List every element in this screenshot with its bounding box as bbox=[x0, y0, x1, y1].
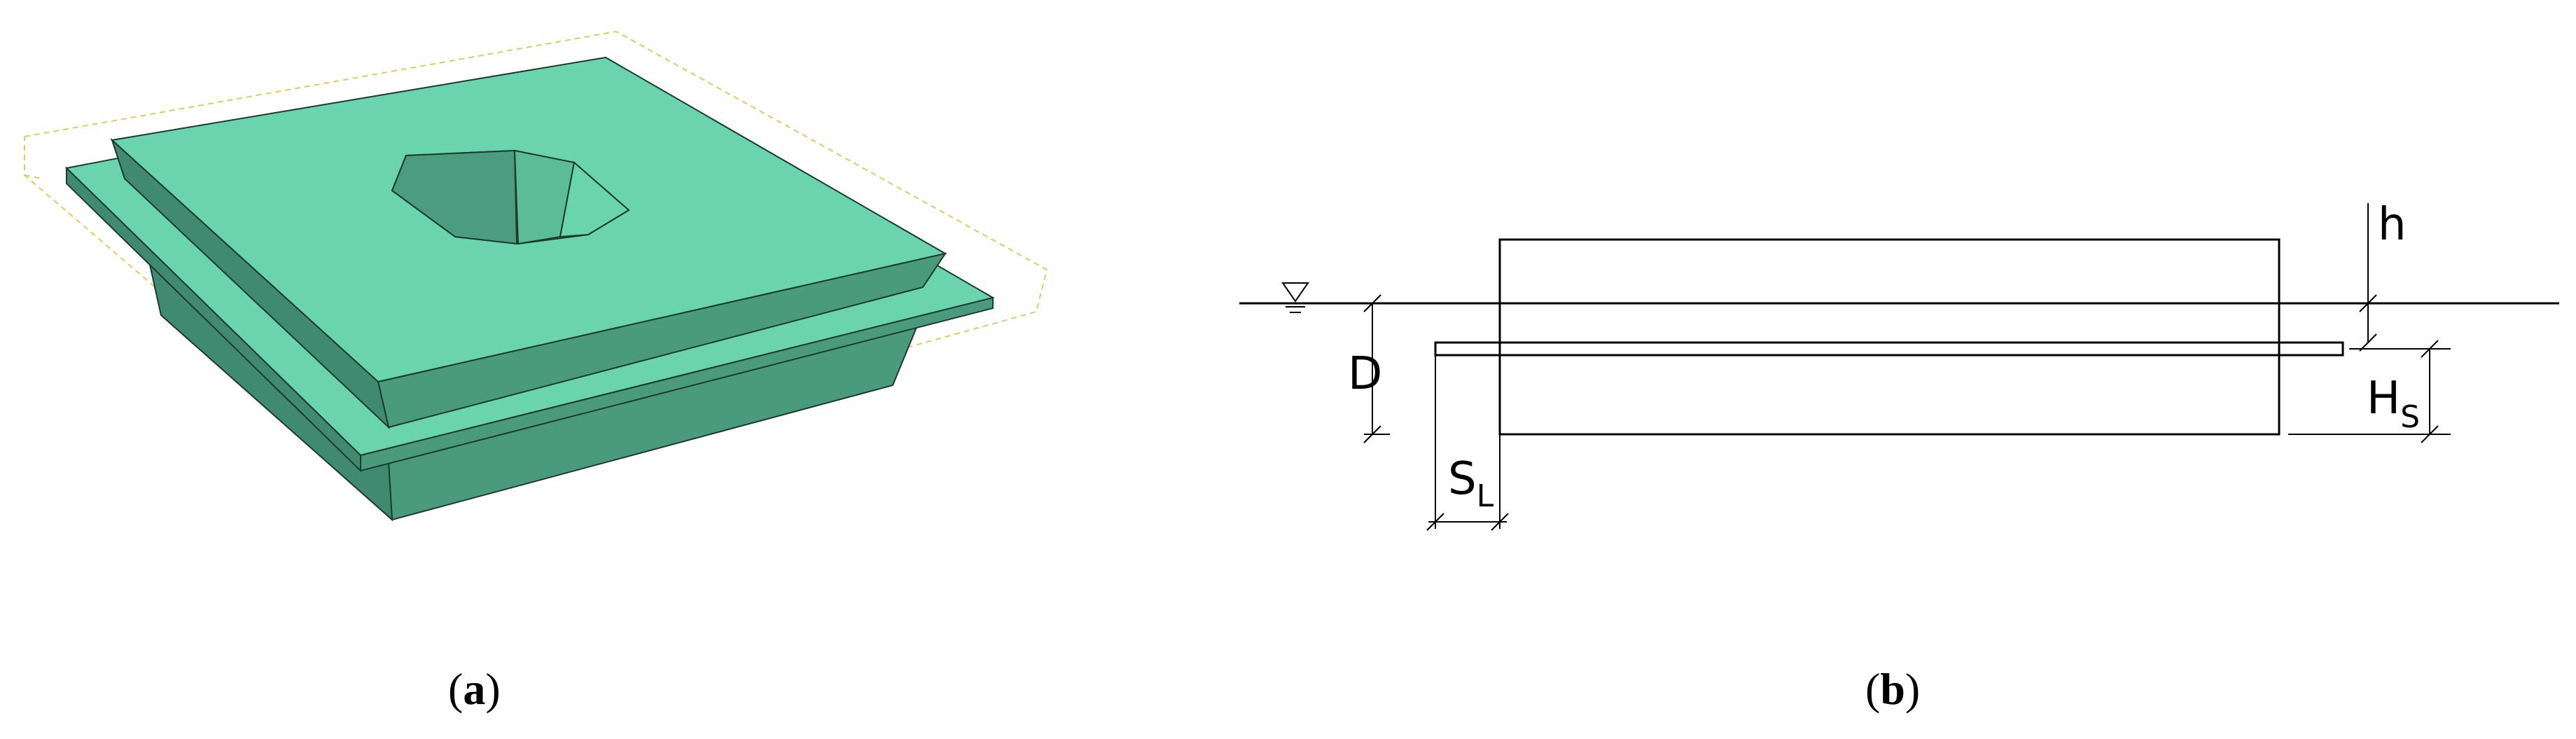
caption-b-letter: b bbox=[1880, 664, 1905, 714]
caption-a: (a) bbox=[448, 664, 501, 714]
dimension-sl: SL bbox=[1426, 355, 1509, 531]
caption-b-close: ) bbox=[1905, 664, 1920, 714]
hull-outline bbox=[1498, 238, 2281, 436]
water-level-triangle-icon bbox=[1281, 282, 1309, 313]
dimension-hs: HS bbox=[2288, 340, 2451, 443]
caption-a-close: ) bbox=[485, 664, 500, 714]
dimension-d: D bbox=[1348, 294, 1390, 443]
skirt-plate bbox=[1434, 341, 2344, 357]
label-sl-main: S bbox=[1448, 453, 1477, 505]
panel-a-3d-model bbox=[24, 30, 1048, 522]
label-h: h bbox=[2378, 199, 2407, 251]
label-hs-sub: S bbox=[2400, 399, 2420, 435]
dimension-h: h bbox=[2359, 199, 2407, 352]
label-d: D bbox=[1348, 348, 1382, 400]
upper-deck-left-face bbox=[110, 137, 390, 429]
panel-b-section-drawing: h HS D SL bbox=[1239, 199, 2559, 531]
label-hs-main: H bbox=[2367, 373, 2400, 424]
caption-a-open: ( bbox=[448, 664, 463, 714]
label-hs: HS bbox=[2367, 373, 2420, 435]
label-sl-sub: L bbox=[1477, 478, 1494, 514]
caption-b: (b) bbox=[1865, 664, 1920, 714]
label-sl: SL bbox=[1448, 453, 1494, 514]
moonpool-hole bbox=[391, 149, 630, 245]
caption-a-letter: a bbox=[463, 664, 485, 714]
caption-b-open: ( bbox=[1865, 664, 1880, 714]
skirt-plate-left-edge bbox=[66, 166, 361, 473]
